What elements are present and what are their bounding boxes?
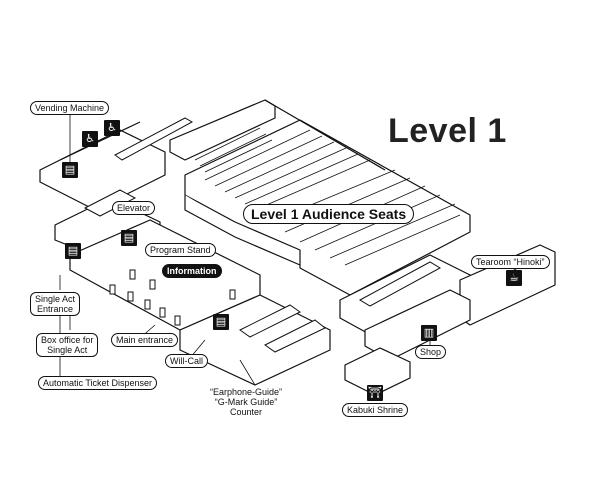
torii-icon: ⛩: [367, 385, 383, 401]
label-information: Information: [162, 264, 222, 278]
wheelchair-icon: ♿: [82, 131, 98, 147]
ticket-machine-icon: ▤: [213, 314, 229, 330]
teacup-icon: ☕: [506, 270, 522, 286]
label-audience-seats: Level 1 Audience Seats: [243, 204, 415, 224]
label-main-entrance: Main entrance: [111, 333, 179, 347]
ticket-machine-icon: ▤: [121, 230, 137, 246]
shop-area: [364, 289, 471, 361]
basket-icon: ▥: [421, 325, 437, 341]
label-will-call: Will-Call: [165, 354, 208, 368]
label-vending-machine: Vending Machine: [30, 101, 110, 115]
label-program-stand: Program Stand: [145, 243, 216, 257]
label-elevator: Elevator: [112, 201, 156, 215]
ticket-machine-icon: ▤: [65, 243, 81, 259]
wheelchair-icon: ♿: [104, 120, 120, 136]
level-title: Level 1: [388, 112, 507, 150]
label-box-office: Box office for Single Act: [36, 333, 99, 357]
ticket-machine-icon: ▤: [62, 162, 78, 178]
label-shop: Shop: [415, 345, 447, 359]
label-kabuki-shrine: Kabuki Shrine: [342, 403, 409, 417]
shrine-area: [344, 347, 411, 396]
label-earphone-guide: “Earphone-Guide” “G-Mark Guide” Counter: [210, 387, 283, 417]
label-single-act-entrance: Single Act Entrance: [30, 292, 81, 316]
label-tearoom: Tearoom “Hinoki”: [471, 255, 550, 269]
label-ticket-dispenser: Automatic Ticket Dispenser: [38, 376, 158, 390]
